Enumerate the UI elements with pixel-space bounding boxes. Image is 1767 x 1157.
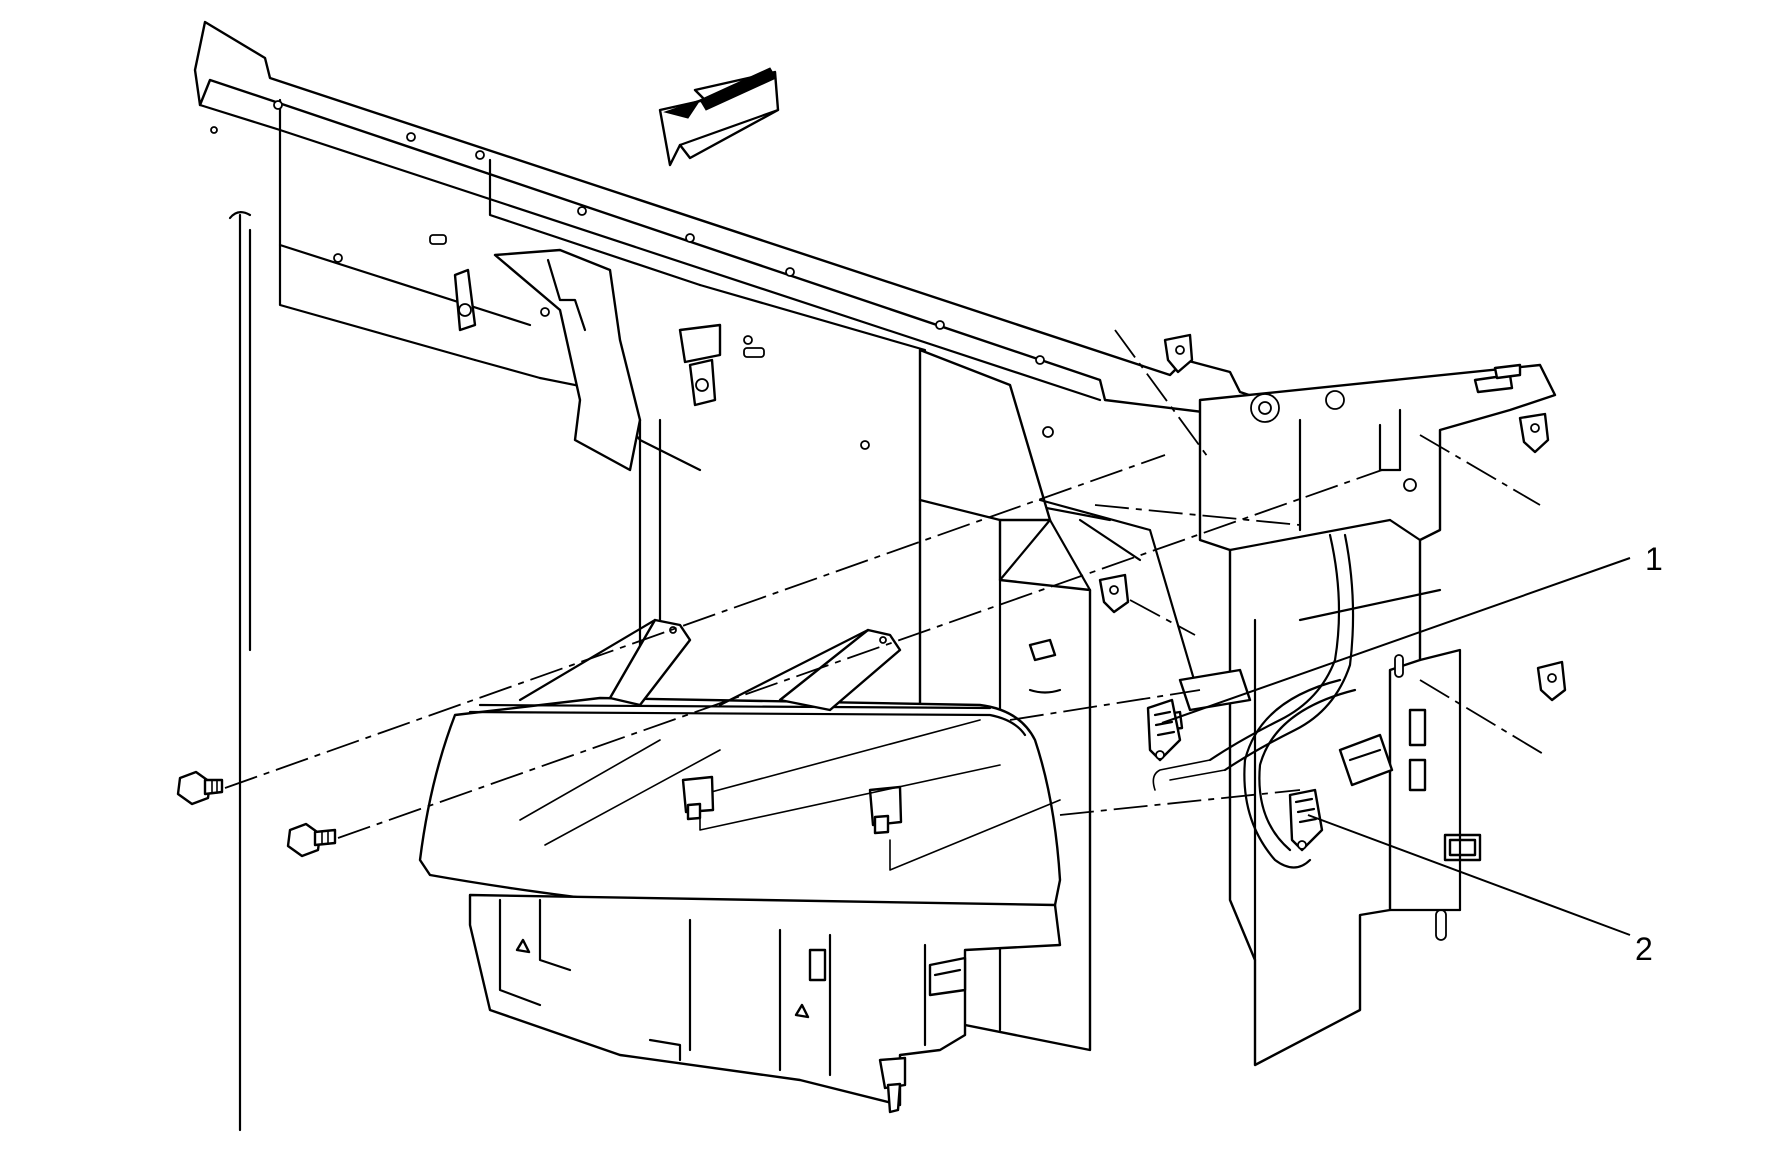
callout-1-label: 1 xyxy=(1645,541,1663,577)
right-bracket-assembly xyxy=(1198,363,1557,1067)
callout-1: 1 xyxy=(1161,541,1663,724)
direction-arrow-icon xyxy=(658,67,780,167)
headlamp-lower-housing xyxy=(468,893,1062,1114)
relay-block xyxy=(1178,668,1394,787)
alignment-lines xyxy=(224,329,1546,839)
callout-2: 2 xyxy=(1307,814,1653,967)
small-clip-brackets xyxy=(1098,333,1567,702)
upper-bar-holes xyxy=(210,100,1045,450)
bolt-upper xyxy=(176,770,224,806)
left-mounting-bracket xyxy=(453,248,722,652)
bolt-lower xyxy=(286,822,337,858)
callout-2-label: 2 xyxy=(1635,931,1653,967)
electrical-connector-2 xyxy=(1288,788,1324,852)
electrical-connector-1 xyxy=(1146,698,1182,762)
